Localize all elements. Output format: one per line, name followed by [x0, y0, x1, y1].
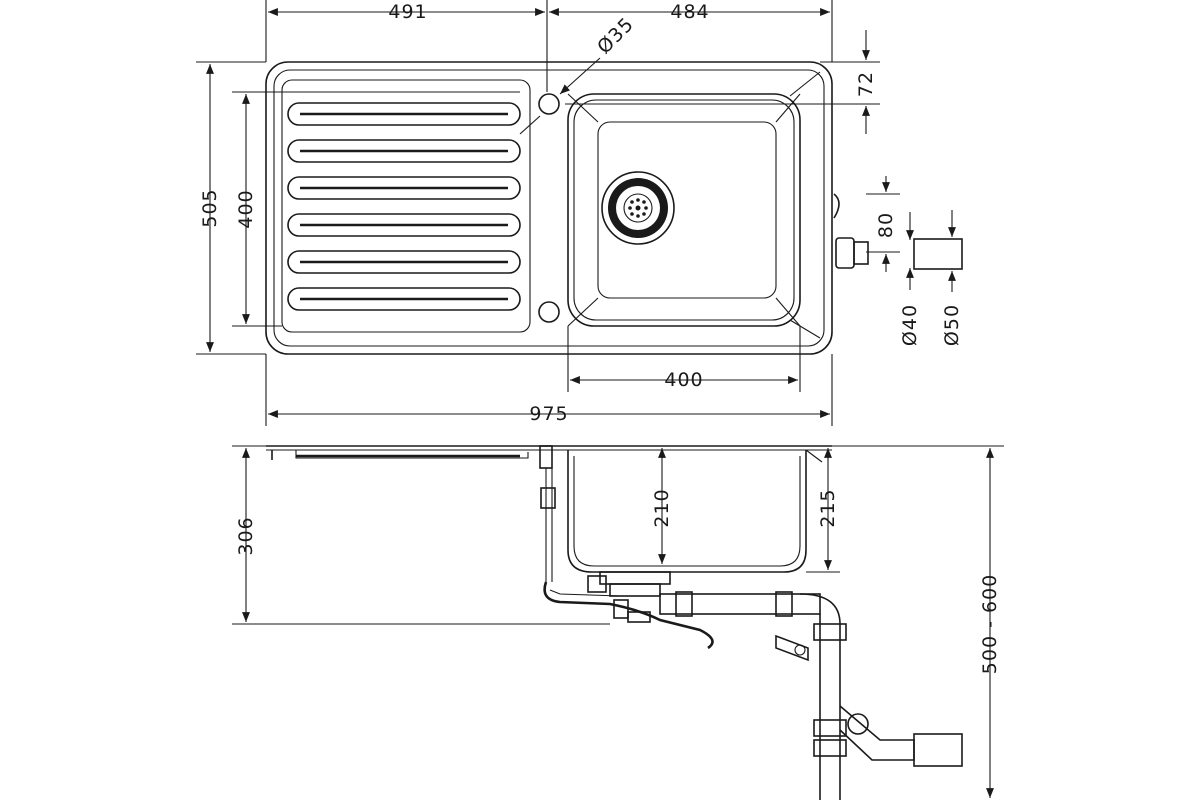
dim-306: 306: [235, 516, 257, 555]
dim-tap-hole: Ø35: [593, 13, 638, 58]
dim-pipe-40: Ø40: [899, 304, 921, 346]
dimensions-side-view: 306 210 215 500 - 600: [232, 445, 1004, 798]
dim-400-drainer: 400: [235, 189, 257, 228]
bowl-top: [567, 71, 821, 339]
dim-80: 80: [875, 212, 897, 238]
dim-484: 484: [670, 1, 709, 23]
dim-491: 491: [388, 1, 427, 23]
sink-outer-rim: [265, 61, 833, 355]
dim-400-bowl: 400: [664, 369, 703, 391]
drainer-area: [281, 79, 531, 333]
top-view: [265, 61, 963, 355]
dim-pipe-50: Ø50: [941, 304, 963, 346]
dim-210: 210: [651, 488, 673, 527]
dim-72: 72: [855, 71, 877, 97]
dimensions-top-view: 491 484 Ø35 72 505 400 80 Ø40: [196, 0, 963, 426]
dim-505: 505: [199, 188, 221, 227]
dim-215: 215: [817, 488, 839, 527]
drain-strainer: [601, 171, 675, 245]
outlet-pipe-top: [833, 193, 963, 270]
waste-trap: [587, 575, 963, 800]
dim-975: 975: [529, 403, 568, 425]
side-view: [266, 445, 963, 800]
drainer-ribs: [287, 102, 521, 311]
dim-500-600: 500 - 600: [979, 574, 1001, 674]
bowl-side: [567, 450, 807, 573]
tap-hole: [538, 93, 560, 115]
overflow-hole: [538, 301, 560, 323]
